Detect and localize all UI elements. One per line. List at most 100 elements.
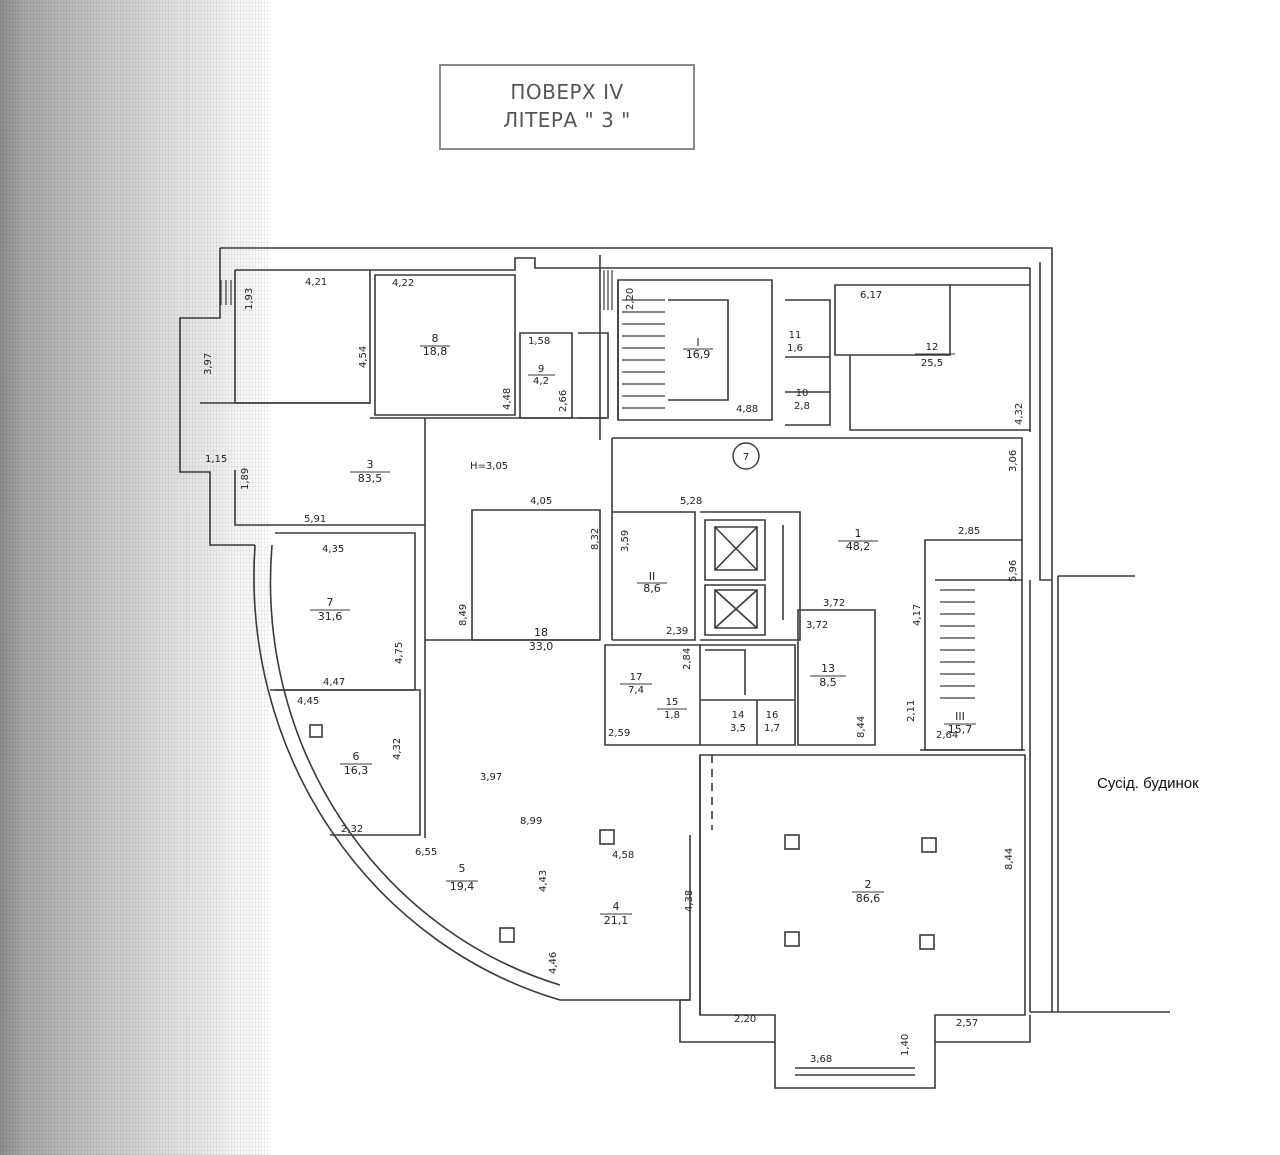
room-13-number: 13 — [821, 662, 835, 675]
room-3-number: 3 — [367, 458, 374, 471]
plan-walls — [179, 247, 1170, 1089]
room-stair-I-number: I — [696, 336, 699, 349]
dim-label: 1,58 — [528, 336, 550, 347]
floor-title: ПОВЕРХ IV — [510, 80, 624, 104]
lift-2-icon — [714, 589, 758, 629]
dim-label: 4,38 — [684, 890, 695, 912]
dim-label: 4,05 — [530, 496, 552, 507]
dim-label: 4,88 — [736, 404, 758, 415]
lift-1-icon — [714, 526, 758, 571]
dim-label: 3,97 — [480, 772, 502, 783]
entrance-marker: 7 — [743, 452, 749, 463]
dim-label: 3,59 — [620, 530, 631, 552]
dim-label: 1,15 — [205, 454, 227, 465]
dim-label: 4,35 — [322, 544, 344, 555]
room-12-area: 25,5 — [921, 358, 943, 369]
dim-label: 2,66 — [558, 390, 569, 412]
room-7-area: 31,6 — [318, 610, 343, 623]
dim-label: 2,57 — [956, 1018, 978, 1029]
dim-label: 5,91 — [304, 514, 326, 525]
room-1-number: 1 — [855, 527, 862, 540]
dimension-labels: 4,21 1,93 4,22 3,97 4,54 4,48 1,58 2,66 … — [203, 277, 1025, 1065]
dim-label: 4,43 — [538, 870, 549, 892]
room-labels: 8 18,8 9 4,2 I 16,9 11 1,6 10 2,8 12 25,… — [318, 330, 973, 927]
room-6-area: 16,3 — [344, 764, 369, 777]
columns — [309, 724, 937, 950]
dim-label: 2,11 — [906, 700, 917, 722]
dim-label: 3,97 — [203, 353, 214, 375]
dim-label: 6,17 — [860, 290, 882, 301]
room-stair-III-area: 15,7 — [948, 723, 973, 736]
dim-label: 1,93 — [244, 288, 255, 310]
dim-label: 4,75 — [394, 642, 405, 664]
dim-label: 8,99 — [520, 816, 542, 827]
dim-label: 4,45 — [297, 696, 319, 707]
room-10-area: 2,8 — [794, 401, 810, 412]
room-15-number: 15 — [666, 697, 679, 708]
neighbor-building-label: Сусід. будинок — [1097, 775, 1199, 792]
room-14-area: 3,5 — [730, 723, 746, 734]
room-12-number: 12 — [926, 342, 939, 353]
dim-label: 4,21 — [305, 277, 327, 288]
room-15-area: 1,8 — [664, 710, 680, 721]
room-8-area: 18,8 — [423, 345, 448, 358]
room-5-number: 5 — [459, 862, 466, 875]
room-16-number: 16 — [766, 710, 779, 721]
room-II-area: 8,6 — [643, 582, 661, 595]
room-label-underlines — [310, 345, 976, 915]
dim-label: 6,55 — [415, 847, 437, 858]
entrance-marker-circle — [732, 442, 760, 470]
room-2-number: 2 — [865, 878, 872, 891]
dim-label: 5,96 — [1008, 560, 1019, 582]
dim-label: 4,17 — [912, 604, 923, 626]
dim-label: 2,64 — [936, 730, 958, 741]
dim-label: 4,32 — [392, 738, 403, 760]
room-18-area: 33,0 — [529, 640, 554, 653]
room-4-number: 4 — [613, 900, 620, 913]
room-5-area: 19,4 — [450, 880, 475, 893]
dim-label: 2,85 — [958, 526, 980, 537]
room-2-area: 86,6 — [856, 892, 881, 905]
room-16-area: 1,7 — [764, 723, 780, 734]
dim-label: H=3,05 — [470, 461, 508, 472]
room-13-area: 8,5 — [819, 676, 837, 689]
room-9-area: 4,2 — [533, 376, 549, 387]
dim-label: 5,28 — [680, 496, 702, 507]
room-7-number: 7 — [327, 596, 334, 609]
room-6-number: 6 — [353, 750, 360, 763]
room-11-area: 1,6 — [787, 343, 803, 354]
room-8-number: 8 — [432, 332, 439, 345]
dim-label: 3,68 — [810, 1054, 832, 1065]
room-4-area: 21,1 — [604, 914, 629, 927]
room-II-number: II — [649, 570, 656, 583]
floor-title-box: ПОВЕРХ IV ЛІТЕРА " 3 " — [439, 64, 695, 150]
dim-label: 3,72 — [806, 620, 828, 631]
dim-label: 3,06 — [1008, 450, 1019, 472]
dim-label: 4,48 — [502, 388, 513, 410]
dim-label: 2,32 — [341, 824, 363, 835]
room-10-number: 10 — [796, 388, 809, 399]
dim-label: 4,32 — [1014, 403, 1025, 425]
room-11-number: 11 — [789, 330, 802, 341]
stair-treads — [220, 270, 975, 699]
dim-label: 2,84 — [682, 648, 693, 670]
dim-label: 1,89 — [240, 468, 251, 490]
dim-label: 4,54 — [358, 346, 369, 368]
room-17-number: 17 — [630, 672, 643, 683]
room-14-number: 14 — [732, 710, 745, 721]
dim-label: 2,20 — [625, 288, 636, 310]
dim-label: 4,58 — [612, 850, 634, 861]
room-18-number: 18 — [534, 626, 548, 639]
room-3-area: 83,5 — [358, 472, 383, 485]
scan-edge-shading — [0, 0, 270, 1155]
room-stair-III-number: III — [955, 710, 965, 723]
room-9-number: 9 — [538, 364, 544, 375]
dim-label: 4,46 — [548, 952, 559, 974]
dim-label: 1,40 — [900, 1034, 911, 1056]
letter-title: ЛІТЕРА " 3 " — [503, 108, 631, 132]
dim-label: 8,44 — [856, 716, 867, 738]
dim-label: 2,39 — [666, 626, 688, 637]
room-17-area: 7,4 — [628, 685, 644, 696]
dim-label: 8,32 — [590, 528, 601, 550]
